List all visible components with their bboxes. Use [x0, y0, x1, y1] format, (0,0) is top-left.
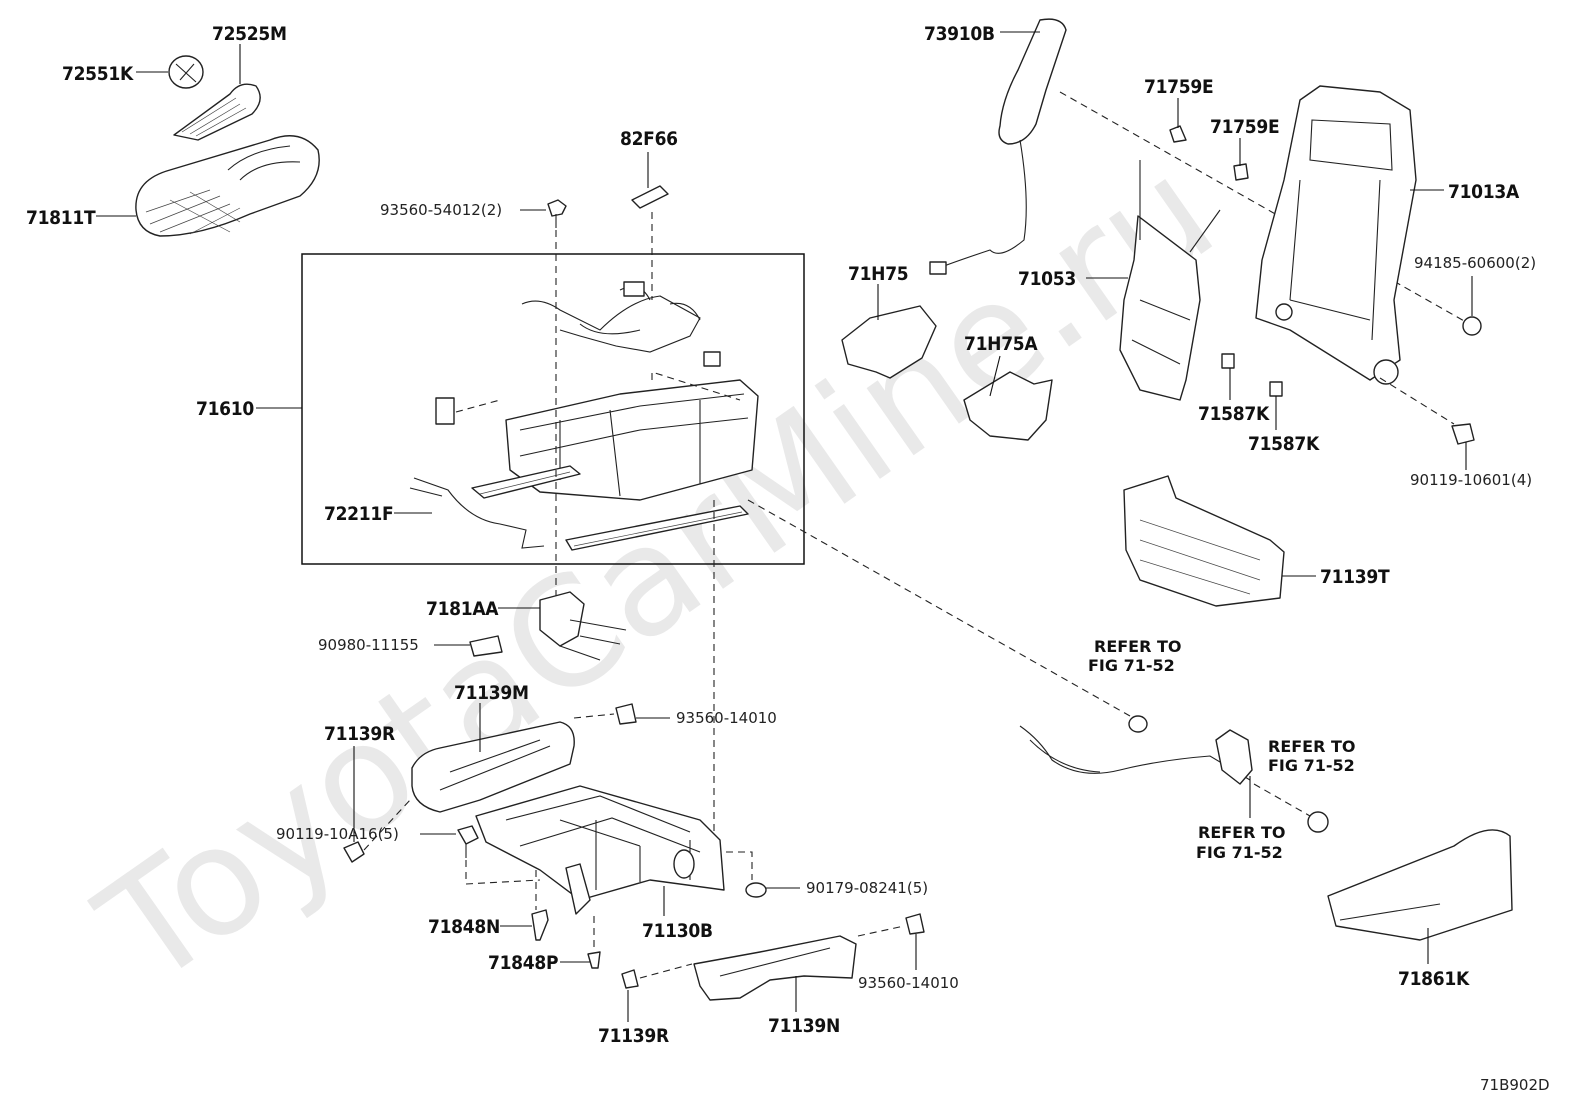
- side-cover-71811T[interactable]: [135, 135, 320, 237]
- label-90980-11155[interactable]: 90980-11155: [318, 636, 419, 654]
- part-labels: 72525M 72551K 71811T 82F66 93560-54012(2…: [26, 23, 1550, 1094]
- label-93560-54012[interactable]: 93560-54012(2): [380, 201, 502, 219]
- refer-note-3-line1: REFER TO: [1198, 823, 1286, 842]
- label-72211F[interactable]: 72211F: [324, 503, 394, 525]
- label-90179-08241[interactable]: 90179-08241(5): [806, 879, 928, 897]
- label-71811T[interactable]: 71811T: [26, 207, 96, 229]
- wire-harness[interactable]: [521, 281, 721, 367]
- label-90119-10A16[interactable]: 90119-10A16(5): [276, 825, 399, 843]
- trim-71139T[interactable]: [1123, 475, 1285, 607]
- bolt-93560-14010-top[interactable]: [615, 703, 637, 725]
- lumbar-71053[interactable]: [1119, 160, 1221, 401]
- trim-71139M[interactable]: [411, 721, 575, 813]
- label-71759E-b[interactable]: 71759E: [1210, 116, 1280, 138]
- refer-note-2-line1: REFER TO: [1268, 737, 1356, 756]
- label-94185-60600[interactable]: 94185-60600(2): [1414, 254, 1536, 272]
- bracket-71H75A[interactable]: [963, 371, 1053, 441]
- bolt-90119-10A16[interactable]: [457, 825, 479, 858]
- clip-71587K-a[interactable]: [1221, 353, 1235, 369]
- label-71759E-a[interactable]: 71759E: [1144, 76, 1214, 98]
- actuator-7181AA[interactable]: [539, 591, 627, 661]
- label-71587K-a[interactable]: 71587K: [1198, 403, 1270, 425]
- label-72525M[interactable]: 72525M: [212, 23, 287, 45]
- wire-72211F[interactable]: [409, 477, 545, 549]
- label-71139R-top[interactable]: 71139R: [324, 723, 395, 745]
- label-90119-10601[interactable]: 90119-10601(4): [1410, 471, 1532, 489]
- nut-71759E-b[interactable]: [1233, 163, 1249, 181]
- clip-90980-11155[interactable]: [469, 635, 503, 657]
- connector-82F66[interactable]: [631, 185, 669, 209]
- assembly-frame-box: [301, 253, 805, 565]
- watermark-text: ToyotaCarMine.ru: [70, 125, 1244, 1020]
- label-71861K[interactable]: 71861K: [1398, 968, 1470, 990]
- bolt-71139R-top[interactable]: [343, 841, 365, 863]
- refer-note-1-line2[interactable]: FIG 71-52: [1088, 656, 1175, 675]
- lever-72525M[interactable]: [173, 83, 261, 141]
- knob-72551K[interactable]: [168, 55, 204, 89]
- belt-assembly[interactable]: [1019, 715, 1329, 833]
- nut-94185-60600[interactable]: [1462, 316, 1482, 336]
- airbag-73910B[interactable]: [929, 18, 1067, 275]
- bolt-90119-10601[interactable]: [1451, 423, 1475, 445]
- label-71139N[interactable]: 71139N: [768, 1015, 840, 1037]
- nut-71759E-a[interactable]: [1169, 125, 1187, 143]
- label-73910B[interactable]: 73910B: [924, 23, 995, 45]
- label-7181AA[interactable]: 7181AA: [426, 598, 500, 620]
- label-71848N[interactable]: 71848N: [428, 916, 500, 938]
- label-71610[interactable]: 71610: [196, 398, 255, 420]
- label-71130B[interactable]: 71130B: [642, 920, 713, 942]
- back-frame-71013A[interactable]: [1255, 85, 1417, 385]
- label-71139R-bot[interactable]: 71139R: [598, 1025, 669, 1047]
- pin-71848P[interactable]: [587, 951, 601, 969]
- label-82F66[interactable]: 82F66: [620, 128, 678, 150]
- bolt-71848N[interactable]: [531, 909, 549, 941]
- label-93560-14010-top[interactable]: 93560-14010: [676, 709, 777, 727]
- bolt-93560-14010-bot[interactable]: [905, 913, 925, 935]
- bolt-93560-54012[interactable]: [547, 199, 567, 228]
- label-71H75A[interactable]: 71H75A: [964, 333, 1039, 355]
- bracket-71H75[interactable]: [841, 305, 937, 379]
- diagram-code: 71B902D: [1480, 1076, 1550, 1094]
- label-93560-14010-bot[interactable]: 93560-14010: [858, 974, 959, 992]
- clip-71587K-b[interactable]: [1269, 381, 1283, 397]
- label-71139T[interactable]: 71139T: [1320, 566, 1390, 588]
- label-71053[interactable]: 71053: [1018, 268, 1076, 290]
- cover-71861K[interactable]: [1327, 829, 1513, 941]
- refer-note-3-line2[interactable]: FIG 71-52: [1196, 843, 1283, 862]
- label-71848P[interactable]: 71848P: [488, 952, 559, 974]
- nut-90179-08241[interactable]: [745, 882, 767, 898]
- label-71587K-b[interactable]: 71587K: [1248, 433, 1320, 455]
- bolt-71139R-bot[interactable]: [621, 969, 639, 989]
- label-71H75[interactable]: 71H75: [848, 263, 909, 285]
- refer-note-2-line2[interactable]: FIG 71-52: [1268, 756, 1355, 775]
- label-72551K[interactable]: 72551K: [62, 63, 134, 85]
- cushion-frame-71130B[interactable]: [475, 785, 725, 915]
- leader-lines: [96, 31, 1473, 1022]
- label-71139M[interactable]: 71139M: [454, 682, 529, 704]
- refer-note-1-line1: REFER TO: [1094, 637, 1182, 656]
- label-71013A[interactable]: 71013A: [1448, 181, 1520, 203]
- trim-71139N[interactable]: [693, 935, 857, 1001]
